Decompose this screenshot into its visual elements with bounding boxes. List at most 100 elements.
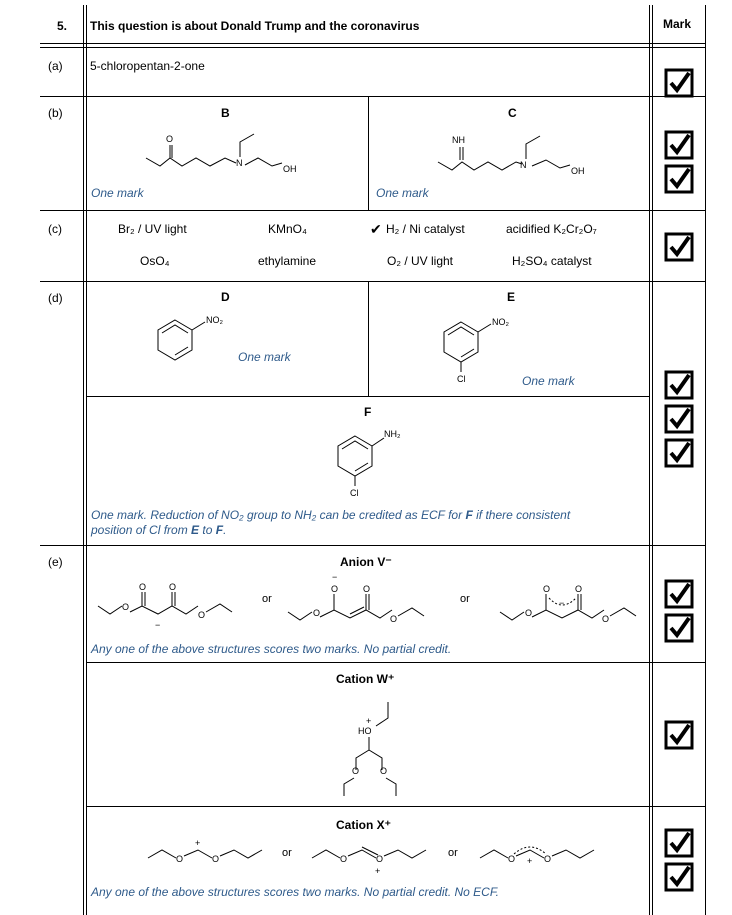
or-anion-1: or: [262, 593, 272, 605]
svg-text:+: +: [375, 866, 380, 876]
svg-text:+: +: [527, 856, 532, 866]
svg-text:NO₂: NO₂: [492, 317, 510, 327]
anion-title: Anion V⁻: [340, 555, 392, 569]
or-cation-x-2: or: [448, 847, 458, 859]
mark-checkbox-icon[interactable]: [664, 613, 694, 643]
or-cation-x-1: or: [282, 847, 292, 859]
note-D: One mark: [238, 350, 291, 364]
svg-text:+: +: [366, 716, 371, 726]
svg-text:Cl: Cl: [457, 374, 466, 384]
row-rule-d: [40, 545, 706, 546]
row-rule-b: [40, 210, 706, 211]
mark-checkbox-icon[interactable]: [664, 130, 694, 160]
cation-w-title: Cation W⁺: [336, 672, 395, 686]
reagent-ethylamine: ethylamine: [258, 254, 317, 268]
mark-checkbox-icon[interactable]: [664, 164, 694, 194]
svg-text:O: O: [363, 584, 370, 594]
svg-text:O: O: [331, 584, 338, 594]
question-title: This question is about Donald Trump and …: [90, 19, 420, 33]
mark-checkbox-icon[interactable]: [664, 828, 694, 858]
row-rule-c: [40, 281, 706, 282]
svg-text:O: O: [543, 584, 550, 594]
structure-F-label: F: [364, 405, 372, 419]
row-rule-a: [40, 96, 706, 97]
svg-text:O: O: [508, 854, 515, 864]
svg-text:O: O: [340, 854, 347, 864]
mark-checkbox-icon[interactable]: [664, 232, 694, 262]
svg-text:O: O: [544, 854, 551, 864]
part-d-label: (d): [48, 291, 63, 305]
svg-text:OH: OH: [283, 164, 297, 174]
note-anion: Any one of the above structures scores t…: [91, 642, 452, 656]
note-C: One mark: [376, 186, 429, 200]
rule-left-2: [86, 5, 87, 915]
question-number: 5.: [57, 19, 68, 33]
svg-text:O: O: [166, 134, 173, 144]
svg-text:NO₂: NO₂: [206, 315, 224, 325]
reagent-kmno4: KMnO₄: [268, 222, 307, 236]
part-a-label: (a): [48, 59, 63, 73]
header-rule-1: [40, 43, 706, 44]
svg-text:−: −: [155, 620, 160, 630]
split-d: [368, 281, 369, 396]
rule-right-2: [652, 5, 653, 915]
note-B: One mark: [91, 186, 144, 200]
svg-text:O: O: [169, 582, 176, 592]
reagent-h2-ni: H₂ / Ni catalyst: [386, 222, 465, 236]
structure-E-label: E: [507, 290, 516, 304]
mark-checkbox-icon[interactable]: [664, 579, 694, 609]
note-cation-x: Any one of the above structures scores t…: [91, 885, 499, 899]
rule-right-1: [649, 5, 650, 915]
reagent-o2-uv: O₂ / UV light: [387, 254, 454, 268]
part-e-label: (e): [48, 555, 63, 569]
mark-checkbox-icon[interactable]: [664, 404, 694, 434]
structure-B-label: B: [221, 106, 230, 120]
svg-text:NH₂: NH₂: [384, 429, 401, 439]
note-F-line2: position of Cl from E to F.: [91, 523, 227, 537]
row-rule-e1: [86, 662, 706, 663]
svg-text:O: O: [198, 610, 205, 620]
reagent-h2so4: H₂SO₄ catalyst: [512, 254, 592, 268]
svg-text:O: O: [176, 854, 183, 864]
or-anion-2: or: [460, 593, 470, 605]
mark-checkbox-icon[interactable]: [664, 68, 694, 98]
svg-text:O: O: [380, 766, 387, 776]
svg-text:N: N: [520, 160, 527, 170]
rule-far-right: [705, 5, 706, 915]
svg-text:O: O: [139, 582, 146, 592]
reagent-br2: Br₂ / UV light: [118, 222, 187, 236]
split-b: [368, 96, 369, 210]
reagent-k2cr2o7: acidified K₂Cr₂O₇: [506, 222, 597, 236]
mark-checkbox-icon[interactable]: [664, 720, 694, 750]
row-rule-d-mid: [86, 396, 650, 397]
svg-text:OH: OH: [571, 166, 585, 176]
mark-checkbox-icon[interactable]: [664, 862, 694, 892]
svg-text:N: N: [236, 158, 243, 168]
structure-C-label: C: [508, 106, 517, 120]
mark-header: Mark: [663, 17, 692, 31]
part-c-label: (c): [48, 222, 62, 236]
header-rule-2: [40, 47, 706, 48]
svg-text:Cl: Cl: [350, 488, 359, 498]
svg-text:HO: HO: [358, 726, 372, 736]
structure-D-label: D: [221, 290, 230, 304]
svg-text:O: O: [212, 854, 219, 864]
svg-text:O: O: [376, 854, 383, 864]
svg-text:+: +: [195, 838, 200, 848]
mark-checkbox-icon[interactable]: [664, 438, 694, 468]
svg-text:O: O: [575, 584, 582, 594]
svg-text:O: O: [313, 608, 320, 618]
mark-checkbox-icon[interactable]: [664, 370, 694, 400]
note-E: One mark: [522, 374, 575, 388]
svg-text:O: O: [352, 766, 359, 776]
correct-tick-icon: ✔: [370, 221, 382, 237]
svg-text:O: O: [122, 602, 129, 612]
reagent-oso4: OsO₄: [140, 254, 170, 268]
